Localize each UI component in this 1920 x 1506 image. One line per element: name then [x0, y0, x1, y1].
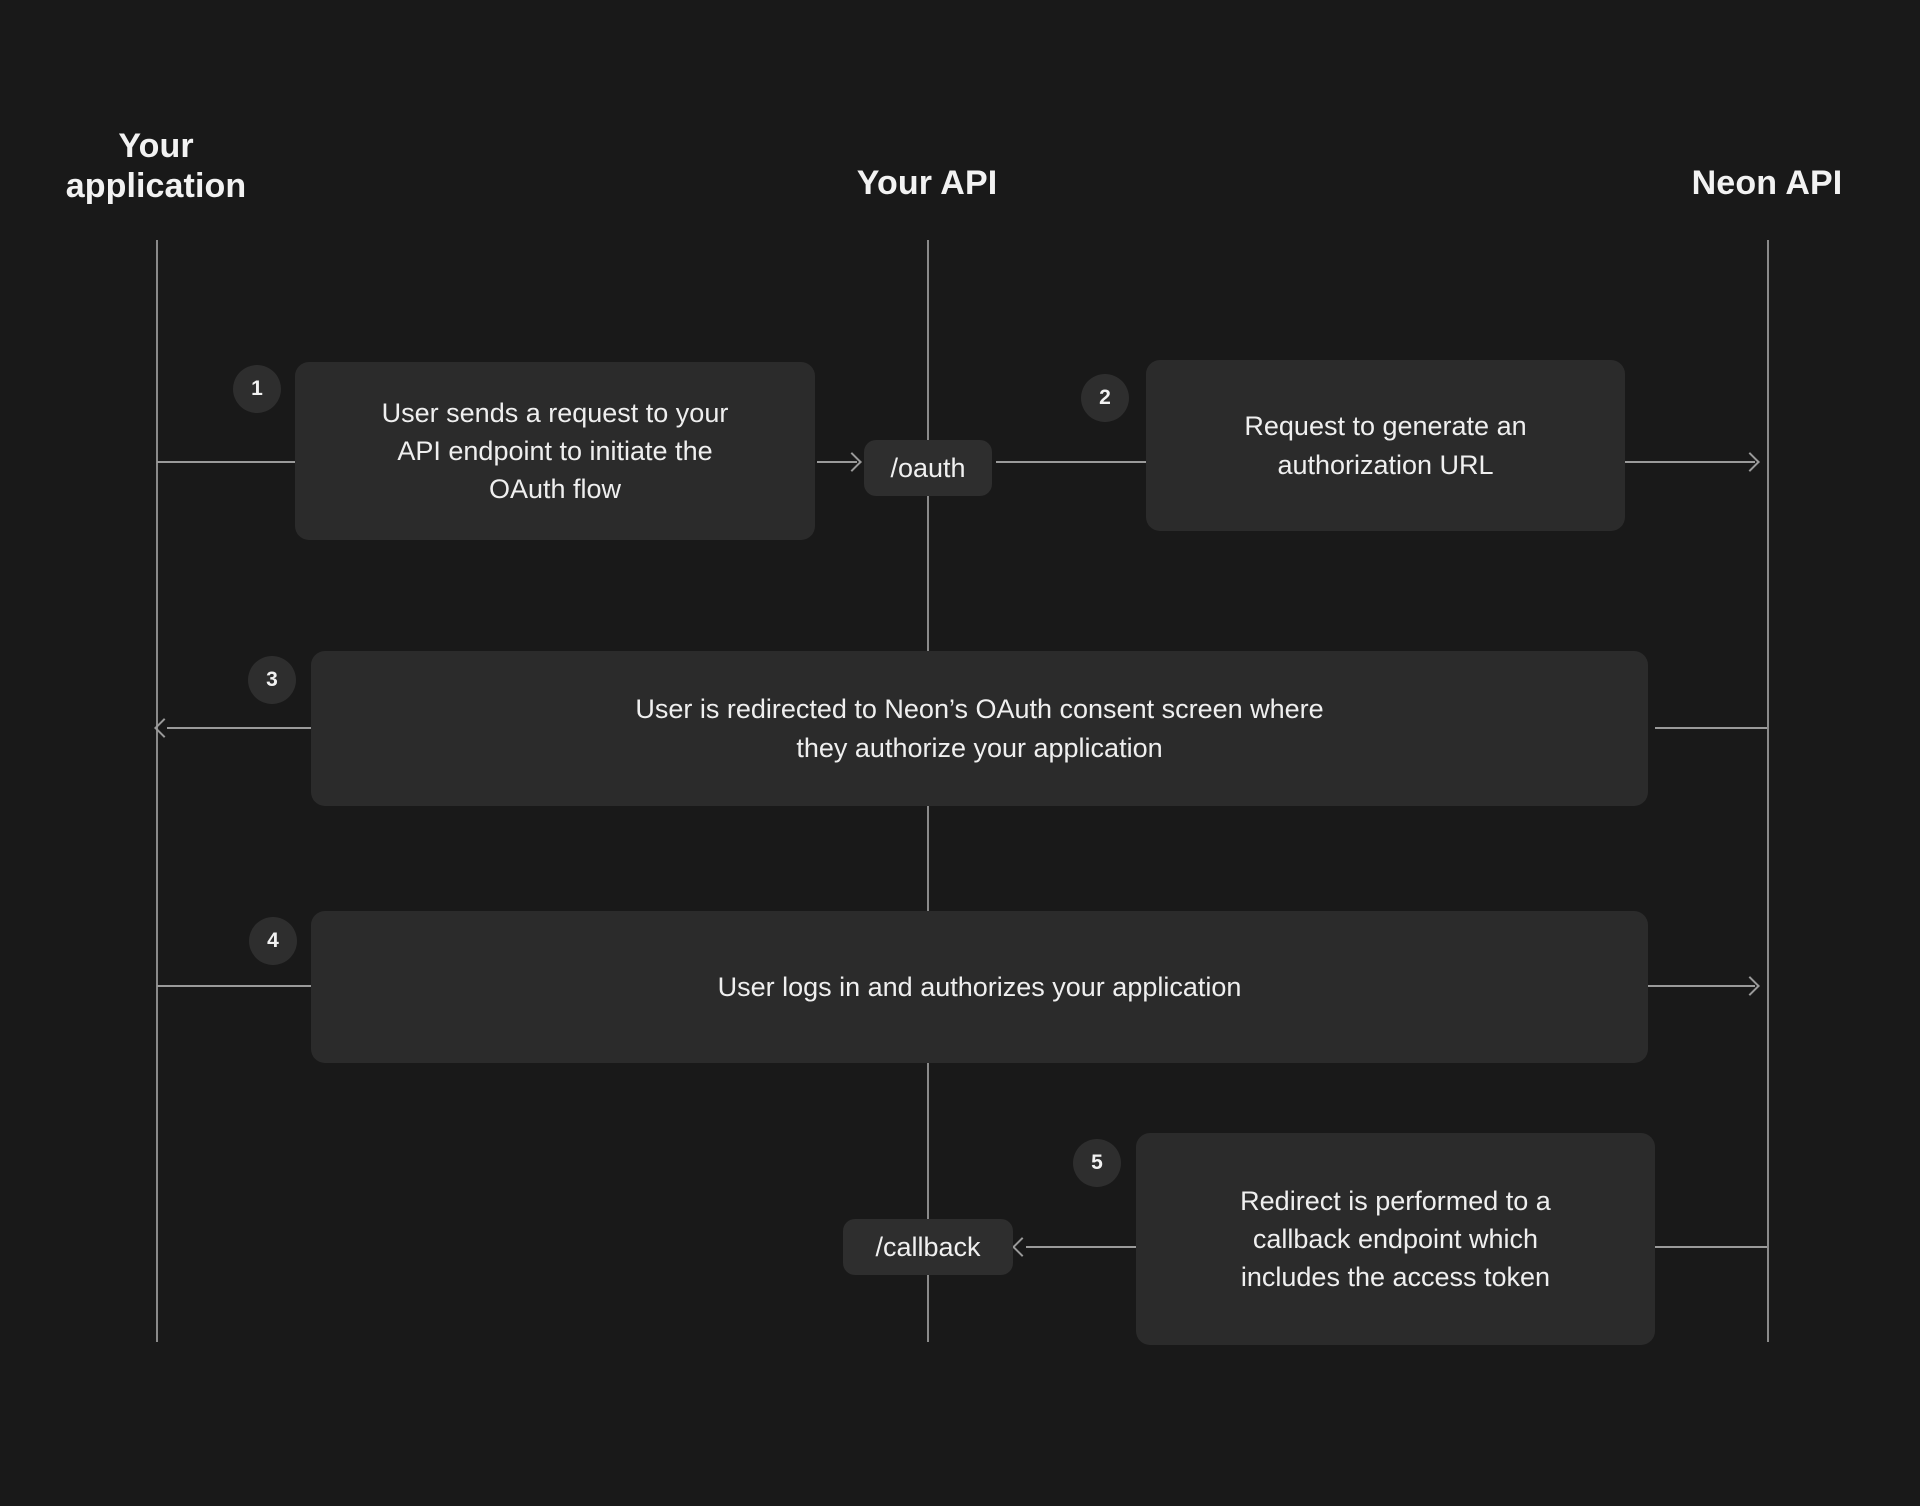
step-box-3: User is redirected to Neon’s OAuth conse… — [311, 651, 1648, 806]
step-box-4: User logs in and authorizes your applica… — [311, 911, 1648, 1063]
step-badge-3: 3 — [248, 656, 296, 704]
connector-step-1-out — [817, 461, 857, 463]
step-text-4: User logs in and authorizes your applica… — [717, 971, 1242, 1002]
lifeline-your-application — [156, 240, 158, 1342]
connector-step-5-out — [1026, 1246, 1136, 1248]
step-badge-1: 1 — [233, 365, 281, 413]
connector-step-2-in — [996, 461, 1147, 463]
connector-step-5-in — [1655, 1246, 1767, 1248]
connector-step-3-out — [167, 727, 311, 729]
endpoint-pill-callback[interactable]: /callback — [843, 1219, 1013, 1275]
column-header-your-application: Your application — [65, 127, 247, 206]
column-header-neon-api: Neon API — [1691, 164, 1843, 202]
step-badge-2: 2 — [1081, 374, 1129, 422]
arrowhead-step-2 — [1740, 452, 1760, 472]
step-text-1: User sends a request to your API endpoin… — [381, 397, 729, 505]
step-badge-4: 4 — [249, 917, 297, 965]
endpoint-pill-oauth[interactable]: /oauth — [864, 440, 992, 496]
connector-step-3-in — [1655, 727, 1767, 729]
step-text-3: User is redirected to Neon’s OAuth conse… — [635, 694, 1324, 763]
arrowhead-step-4 — [1740, 976, 1760, 996]
step-box-1: User sends a request to your API endpoin… — [295, 362, 815, 540]
arrowhead-step-5 — [1012, 1237, 1032, 1257]
step-text-5: Redirect is performed to a callback endp… — [1240, 1185, 1551, 1293]
connector-step-1-in — [157, 461, 297, 463]
column-header-your-api: Your API — [856, 164, 998, 202]
step-text-2: Request to generate an authorization URL — [1244, 411, 1527, 480]
step-badge-5: 5 — [1073, 1139, 1121, 1187]
step-box-2: Request to generate an authorization URL — [1146, 360, 1625, 531]
connector-step-4-in — [157, 985, 311, 987]
connector-step-4-out — [1648, 985, 1755, 987]
lifeline-neon-api — [1767, 240, 1769, 1342]
arrowhead-step-1 — [842, 452, 862, 472]
connector-step-2-out — [1625, 461, 1755, 463]
step-box-5: Redirect is performed to a callback endp… — [1136, 1133, 1655, 1345]
